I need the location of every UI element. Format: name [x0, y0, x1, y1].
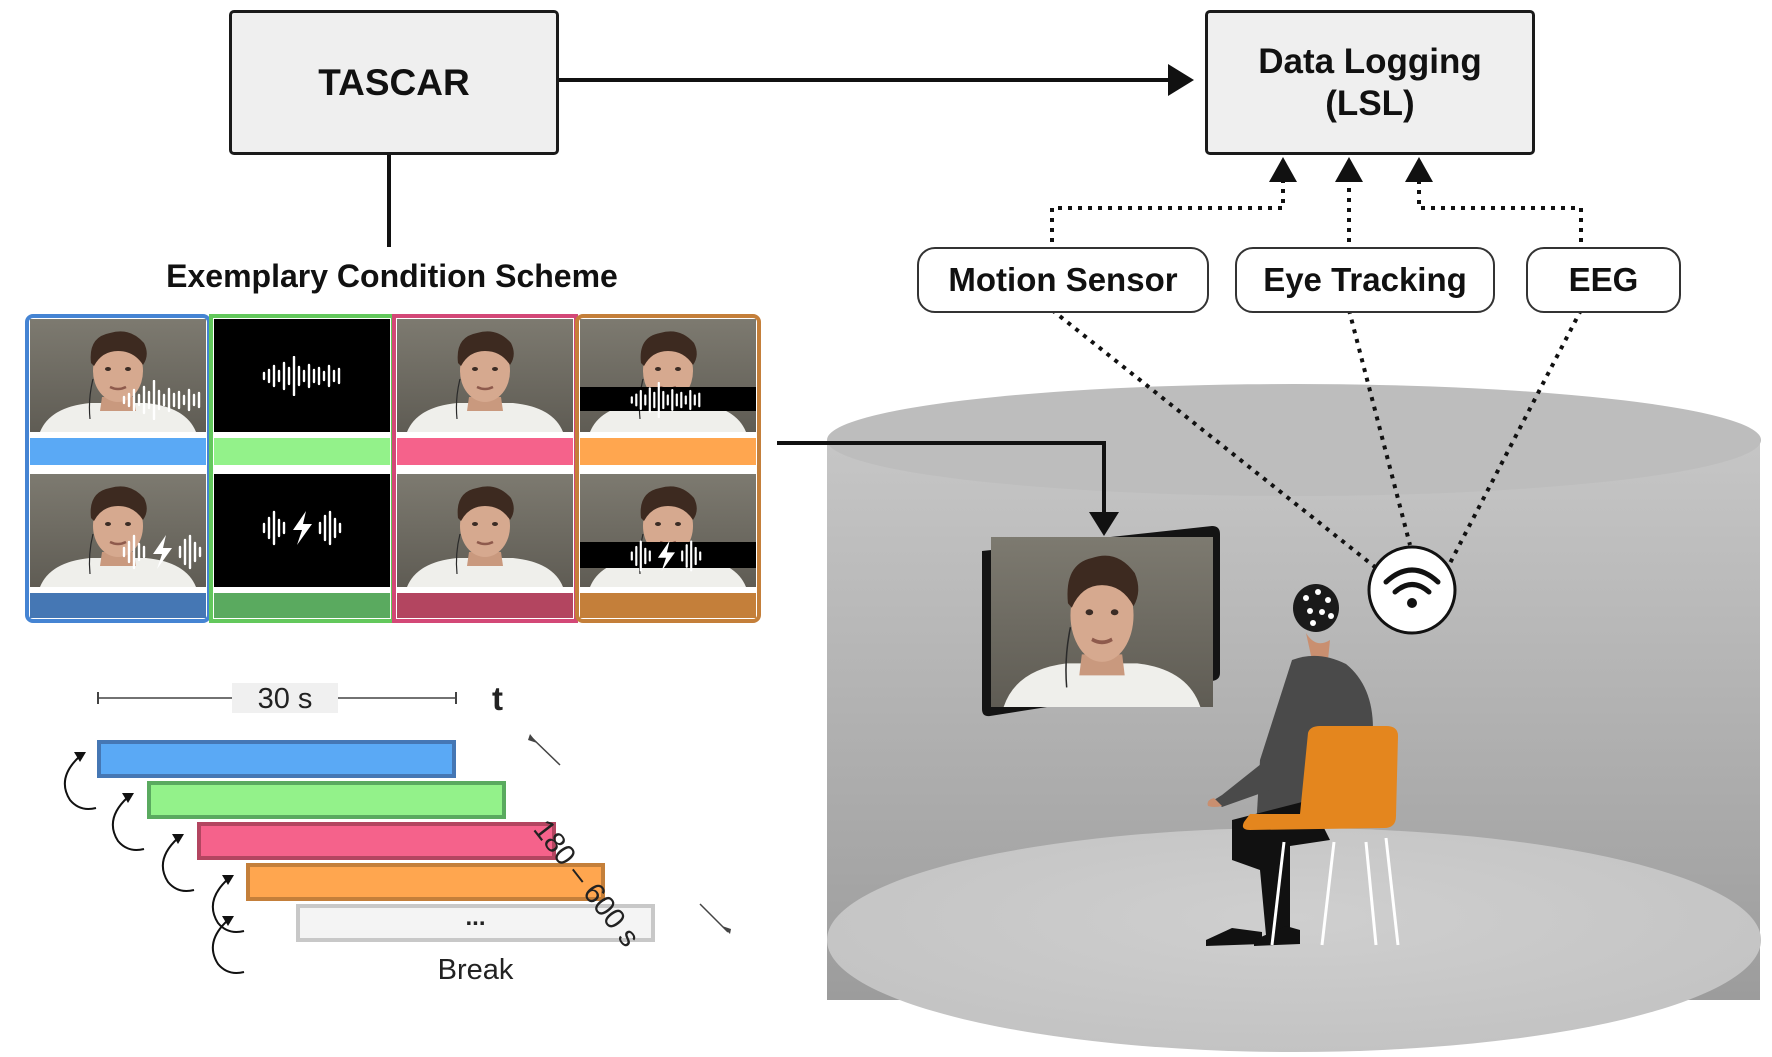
tascar-to-logging-arrowhead	[1168, 64, 1194, 96]
masked-audio-thumbnail	[580, 319, 756, 432]
wifi-icon	[1367, 545, 1457, 635]
sensor-links	[1050, 182, 1583, 569]
duration-label: 30 s	[257, 683, 313, 715]
eeg-arrowhead	[1405, 157, 1433, 182]
eeg-to-logging-link	[1417, 182, 1583, 242]
break-label: Break	[437, 954, 514, 986]
eeg-label: EEG	[1568, 261, 1639, 298]
motion-to-wireless-link	[1050, 308, 1377, 569]
scheme-to-screen-connector	[777, 441, 1106, 516]
transition-arrows	[63, 755, 245, 974]
video-only-thumbnail	[397, 319, 573, 432]
audio-only-thumbnail	[214, 319, 390, 432]
motion-to-logging-link	[1050, 182, 1285, 242]
data-logging-box: Data Logging (LSL)	[1205, 10, 1535, 155]
eye-arrowhead	[1335, 157, 1363, 182]
scheme-title: Exemplary Condition Scheme	[166, 258, 618, 294]
time-axis-label: t	[492, 680, 503, 717]
condition-bar-audio-distorted	[214, 593, 390, 618]
tascar-label: TASCAR	[318, 61, 470, 103]
motion-arrowhead	[1269, 157, 1297, 182]
block-1	[97, 740, 456, 778]
condition-bar-masked-distorted	[580, 593, 756, 618]
data-logging-label-line2: (LSL)	[1325, 83, 1415, 123]
condition-bar-video-distorted	[397, 593, 573, 618]
eeg-node: EEG	[1526, 247, 1681, 313]
eye-tracking-label: Eye Tracking	[1263, 261, 1467, 298]
condition-bar-video	[397, 438, 573, 465]
display-screen	[982, 526, 1220, 717]
av-distorted-thumbnail	[30, 474, 206, 587]
block-break	[296, 904, 655, 942]
block-3	[197, 822, 556, 860]
condition-bar-av-distorted	[30, 593, 206, 618]
room-ceiling	[827, 384, 1761, 496]
data-logging-label-line1: Data Logging	[1258, 41, 1482, 81]
condition-bar-masked	[580, 438, 756, 465]
condition-grid	[25, 314, 761, 623]
eye-tracking-node: Eye Tracking	[1235, 247, 1495, 313]
masked-distorted-thumbnail	[580, 474, 756, 587]
av-condition-thumbnail	[30, 319, 206, 432]
block-4	[246, 863, 605, 901]
tascar-box: TASCAR	[229, 10, 559, 155]
motion-sensor-node: Motion Sensor	[917, 247, 1209, 313]
chair-icon	[1242, 726, 1398, 830]
condition-bar-audio	[214, 438, 390, 465]
video-distorted-thumbnail	[397, 474, 573, 587]
block-2	[147, 781, 506, 819]
break-ellipsis: ...	[465, 904, 486, 931]
timeline-diagram	[63, 683, 731, 974]
motion-sensor-label: Motion Sensor	[948, 261, 1178, 298]
eye-to-wireless-link	[1347, 309, 1412, 546]
eeg-to-wireless-link	[1446, 309, 1583, 568]
condition-bar-av	[30, 438, 206, 465]
participant-figure	[1206, 584, 1400, 946]
scheme-to-screen-arrowhead	[1089, 512, 1119, 536]
